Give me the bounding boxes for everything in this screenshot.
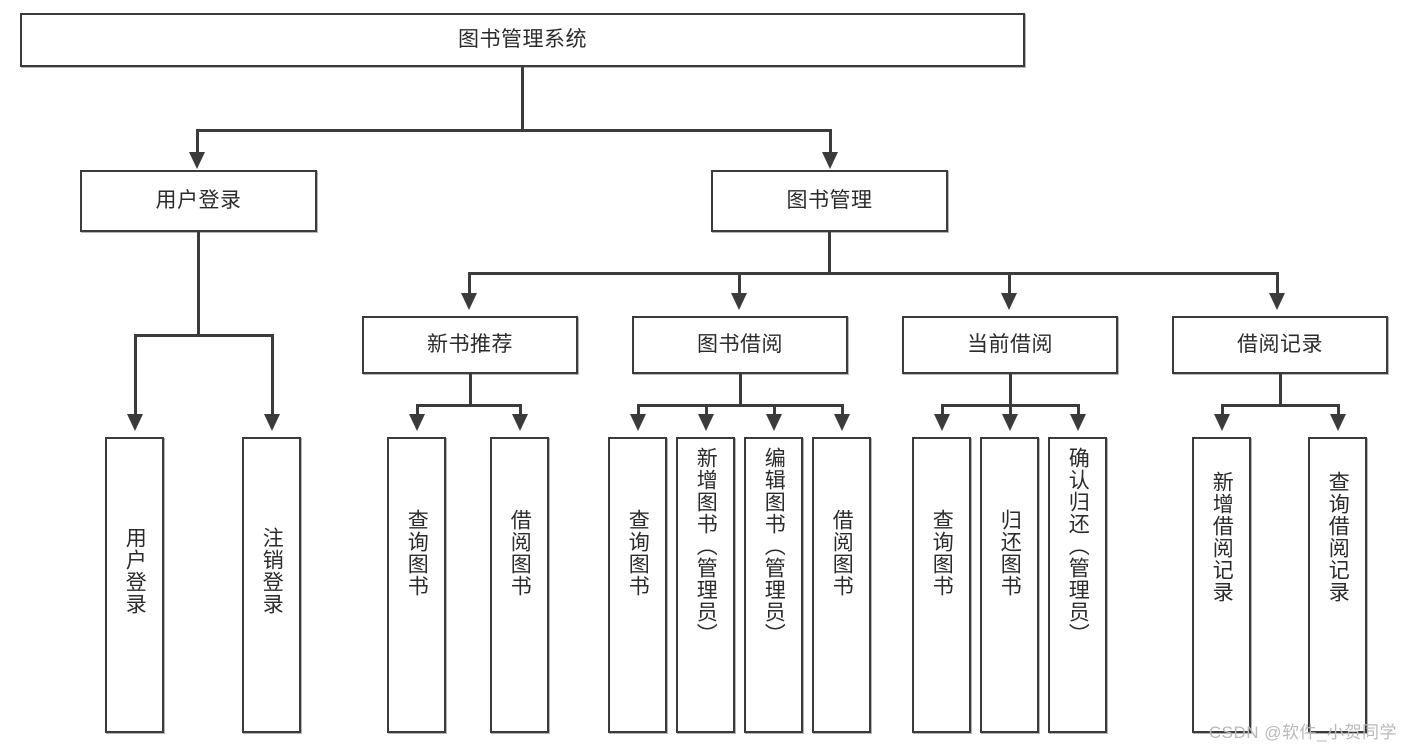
node-label: 查询图书: [405, 509, 429, 597]
arrowhead-book-borrow-leaf-1: [630, 414, 646, 431]
arrowhead-book-borrow-leaf-4: [834, 414, 850, 431]
node-current-borrow[interactable]: 当前借阅: [902, 316, 1118, 374]
connector-current-borrow-drop-1: [941, 404, 944, 416]
node-label: 查询图书: [626, 509, 650, 597]
connector-new-book-drop-1: [416, 404, 419, 416]
node-label: 查询图书: [930, 509, 954, 597]
arrowhead-user-login-leaf-1: [127, 414, 143, 431]
connector-book-mgmt-stem: [828, 232, 831, 272]
node-label: 查询借阅记录: [1326, 471, 1350, 603]
leaf-borrow-book-new[interactable]: 借阅图书: [490, 437, 549, 733]
connector-root-bus: [196, 129, 832, 132]
leaf-confirm-return-admin[interactable]: 确认归还（管理员）: [1048, 437, 1107, 733]
arrowhead-level3-current-borrow: [1001, 293, 1017, 310]
node-label: 新增图书（管理员）: [694, 447, 718, 645]
arrowhead-current-borrow-leaf-1: [934, 414, 950, 431]
leaf-query-book-current[interactable]: 查询图书: [912, 437, 971, 733]
connector-book-mgmt-bus: [468, 272, 1278, 275]
leaf-query-borrow-record[interactable]: 查询借阅记录: [1308, 437, 1367, 733]
node-label: 借阅图书: [830, 509, 854, 597]
leaf-borrow-book-borrow[interactable]: 借阅图书: [812, 437, 871, 733]
node-label: 归还图书: [998, 509, 1022, 597]
arrowhead-borrow-record-leaf-2: [1330, 414, 1346, 431]
arrowhead-borrow-record-leaf-1: [1214, 414, 1230, 431]
node-book-management[interactable]: 图书管理: [711, 170, 948, 232]
node-label: 图书管理系统: [458, 28, 587, 52]
arrowhead-new-book-leaf-2: [512, 414, 528, 431]
connector-new-book-bus: [416, 404, 522, 407]
node-label: 用户登录: [123, 527, 147, 615]
connector-book-borrow-bus: [637, 404, 843, 407]
connector-book-mgmt-drop-3: [1008, 272, 1011, 296]
node-label: 注销登录: [260, 527, 284, 615]
node-book-borrow[interactable]: 图书借阅: [632, 316, 848, 374]
connector-book-mgmt-drop-2: [738, 272, 741, 296]
connector-root-to-book-mgmt: [829, 129, 832, 155]
connector-book-mgmt-drop-1: [468, 272, 471, 296]
connector-user-login-drop-2: [271, 334, 274, 417]
connector-book-borrow-drop-4: [841, 404, 844, 416]
arrowhead-book-borrow-leaf-2: [698, 414, 714, 431]
arrowhead-current-borrow-leaf-3: [1070, 414, 1086, 431]
connector-borrow-record-bus: [1221, 404, 1339, 407]
connector-new-book-stem: [469, 374, 472, 404]
connector-book-mgmt-drop-4: [1276, 272, 1279, 296]
node-label: 图书借阅: [697, 333, 783, 357]
connector-book-borrow-drop-2: [705, 404, 708, 416]
watermark: CSDN @软件_小贺同学: [1208, 723, 1397, 742]
connector-root-stem: [521, 67, 524, 129]
arrowhead-level3-book-borrow: [731, 293, 747, 310]
connector-book-borrow-drop-1: [637, 404, 640, 416]
node-label: 借阅图书: [508, 509, 532, 597]
node-new-book-recommend[interactable]: 新书推荐: [362, 316, 578, 374]
connector-current-borrow-drop-2: [1009, 404, 1012, 416]
connector-current-borrow-drop-3: [1077, 404, 1080, 416]
arrowhead-level3-borrow-record: [1269, 293, 1285, 310]
arrowhead-new-book-leaf-1: [409, 414, 425, 431]
node-label: 借阅记录: [1237, 333, 1323, 357]
leaf-return-book[interactable]: 归还图书: [980, 437, 1039, 733]
connector-user-login-drop-1: [134, 334, 137, 417]
leaf-query-book-borrow[interactable]: 查询图书: [608, 437, 667, 733]
node-label: 新增借阅记录: [1210, 471, 1234, 603]
node-label: 当前借阅: [967, 333, 1053, 357]
node-borrow-record[interactable]: 借阅记录: [1172, 316, 1388, 374]
connector-borrow-record-stem: [1279, 374, 1282, 404]
arrowhead-current-borrow-leaf-2: [1002, 414, 1018, 431]
connector-current-borrow-stem: [1009, 374, 1012, 404]
node-label: 确认归还（管理员）: [1066, 447, 1090, 645]
node-label: 编辑图书（管理员）: [762, 447, 786, 645]
arrowhead-level3-new-book: [461, 293, 477, 310]
connector-user-login-stem: [197, 232, 200, 334]
connector-book-borrow-stem: [739, 374, 742, 404]
leaf-edit-book-admin[interactable]: 编辑图书（管理员）: [744, 437, 803, 733]
connector-user-login-bus: [134, 334, 272, 337]
leaf-add-book-admin[interactable]: 新增图书（管理员）: [676, 437, 735, 733]
arrowhead-user-login-leaf-2: [264, 414, 280, 431]
leaf-user-login[interactable]: 用户登录: [105, 437, 164, 733]
node-user-login[interactable]: 用户登录: [80, 170, 317, 232]
connector-new-book-drop-2: [519, 404, 522, 416]
node-label: 图书管理: [786, 189, 873, 213]
connector-borrow-record-drop-1: [1221, 404, 1224, 416]
leaf-logout[interactable]: 注销登录: [242, 437, 301, 733]
connector-book-borrow-drop-3: [773, 404, 776, 416]
arrowhead-book-borrow-leaf-3: [766, 414, 782, 431]
connector-borrow-record-drop-2: [1337, 404, 1340, 416]
node-label: 用户登录: [155, 189, 242, 213]
arrowhead-root-to-user-login: [189, 152, 205, 169]
connector-root-to-user-login: [196, 129, 199, 155]
arrowhead-root-to-book-mgmt: [822, 152, 838, 169]
node-label: 新书推荐: [427, 333, 513, 357]
leaf-query-book-new[interactable]: 查询图书: [387, 437, 446, 733]
node-root-system[interactable]: 图书管理系统: [20, 13, 1025, 67]
leaf-add-borrow-record[interactable]: 新增借阅记录: [1192, 437, 1251, 733]
